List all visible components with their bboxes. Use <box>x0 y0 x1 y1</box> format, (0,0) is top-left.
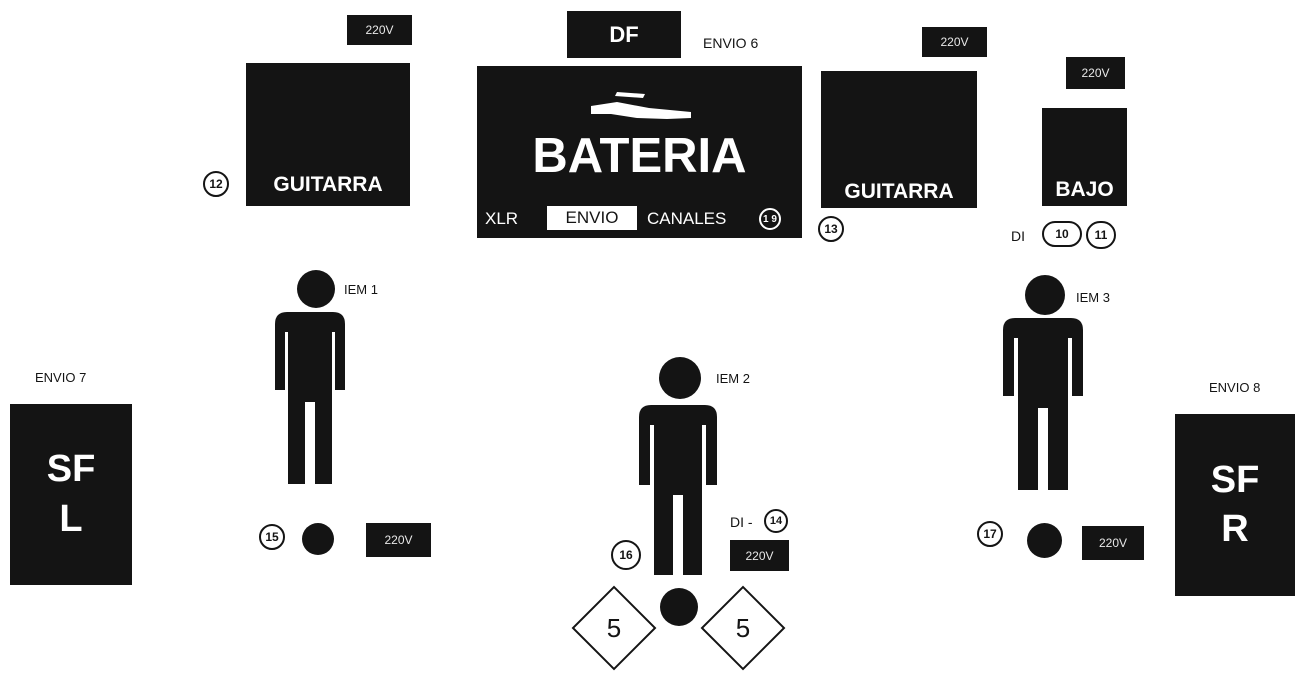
musician-left-iem: IEM 1 <box>344 282 378 297</box>
sidefill-right-envio: ENVIO 8 <box>1209 380 1261 395</box>
sidefill-left-envio: ENVIO 7 <box>35 370 87 385</box>
bass-channel-b: 11 <box>1086 221 1116 249</box>
musician-center-channel: 16 <box>611 540 641 570</box>
power-box-right-musician: 220V <box>1082 526 1144 560</box>
drum-kit-box: BATERIA XLR ENVIO CANALES 1 9 <box>477 66 802 238</box>
wedge-right-number: 5 <box>735 613 751 643</box>
power-box-left-musician: 220V <box>366 523 431 557</box>
drum-fill-label: DF <box>609 21 639 47</box>
guitar-right-channel: 13 <box>818 216 844 242</box>
sidefill-right-line1: SF <box>1210 458 1260 501</box>
musician-left-body <box>275 312 345 484</box>
drum-fill-box: DF <box>567 11 681 58</box>
power-label: 220V <box>1098 536 1128 550</box>
sidefill-left: SF L <box>10 404 132 585</box>
guitar-left-channel: 12 <box>203 171 229 197</box>
musician-left-wedge-point <box>302 523 334 555</box>
musician-center-body <box>639 405 717 575</box>
drum-canales-label: CANALES <box>647 209 727 228</box>
musician-right-channel: 17 <box>977 521 1003 547</box>
drum-xlr-label: XLR <box>485 209 519 228</box>
drum-envio-box: ENVIO <box>547 206 637 230</box>
sidefill-right: SF R <box>1175 414 1295 596</box>
power-box-top-left: 220V <box>347 15 412 45</box>
guitar-right-label: GUITARRA <box>844 180 954 203</box>
bass-amp: BAJO <box>1042 108 1127 206</box>
sidefill-left-line1: SF <box>46 448 96 491</box>
drum-channel-badge: 1 9 <box>759 208 781 230</box>
power-label: 220V <box>365 23 394 37</box>
musician-right-iem: IEM 3 <box>1076 290 1110 305</box>
bass-di-label: DI <box>1011 228 1025 244</box>
drum-kit-icon <box>591 92 691 119</box>
drum-kit-title: BATERIA <box>532 129 747 183</box>
musician-right-wedge-point <box>1027 523 1062 558</box>
bass-label: BAJO <box>1055 178 1114 201</box>
power-box-bass: 220V <box>1066 57 1125 89</box>
guitar-left-amp: GUITARRA <box>246 63 410 206</box>
power-label: 220V <box>384 533 413 547</box>
musician-center-di: DI - <box>730 514 753 530</box>
power-box-top-right: 220V <box>922 27 987 57</box>
power-label: 220V <box>1081 66 1110 80</box>
power-box-center-musician: 220V <box>730 540 789 571</box>
musician-right-head <box>1025 275 1065 315</box>
musician-left-channel: 15 <box>259 524 285 550</box>
guitar-right-amp: GUITARRA <box>821 71 977 208</box>
sidefill-right-line2: R <box>1221 508 1249 550</box>
power-label: 220V <box>940 35 969 49</box>
musician-center-iem: IEM 2 <box>716 371 750 386</box>
musician-right-body <box>1003 318 1083 490</box>
guitar-left-label: GUITARRA <box>273 173 383 196</box>
musician-center-wedge-point <box>660 588 698 626</box>
bass-channel-a: 10 <box>1042 221 1082 247</box>
musician-center-head <box>659 357 701 399</box>
musician-left-head <box>297 270 335 308</box>
sidefill-left-line2: L <box>59 497 83 540</box>
power-label: 220V <box>745 548 774 563</box>
musician-center-di-channel: 14 <box>764 509 788 533</box>
drum-envio-label: ENVIO 6 <box>703 35 759 51</box>
wedge-left-number: 5 <box>606 613 622 643</box>
